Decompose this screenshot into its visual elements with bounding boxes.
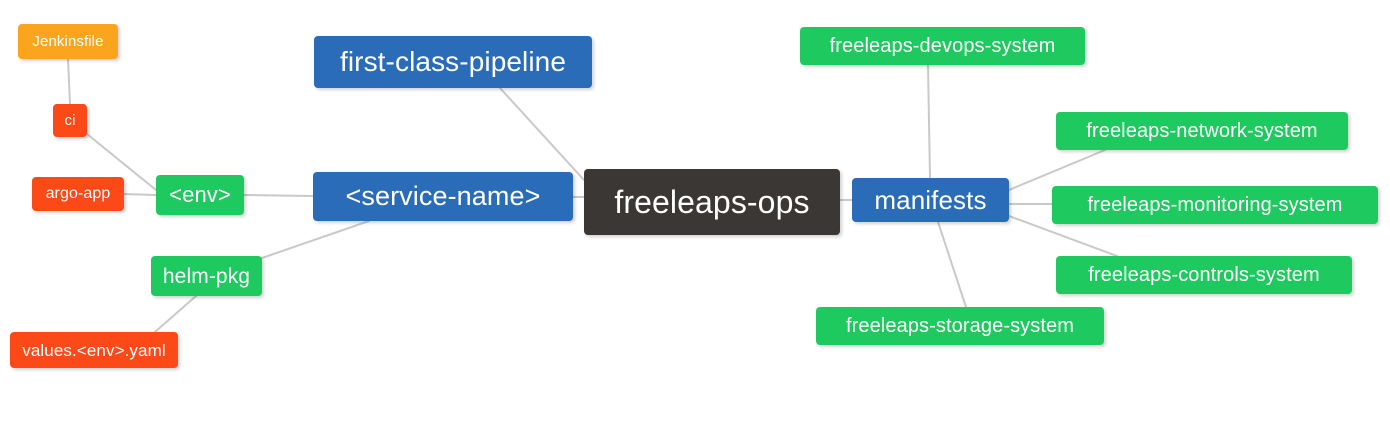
node-label-jenkinsfile: Jenkinsfile (32, 33, 104, 50)
node-values-yaml[interactable]: values.<env>.yaml (10, 332, 178, 368)
edge-manifests-to-network-system (1008, 149, 1106, 191)
node-jenkinsfile[interactable]: Jenkinsfile (18, 24, 118, 59)
node-label-freeleaps-ops: freeleaps-ops (614, 184, 810, 220)
node-devops-system[interactable]: freeleaps-devops-system (800, 27, 1085, 65)
node-label-env: <env> (169, 182, 231, 207)
node-monitoring-system[interactable]: freeleaps-monitoring-system (1052, 186, 1378, 224)
node-helm-pkg[interactable]: helm-pkg (151, 256, 262, 296)
node-label-argo-app: argo-app (45, 185, 111, 202)
node-env[interactable]: <env> (156, 175, 244, 215)
node-label-first-class-pipeline: first-class-pipeline (339, 46, 567, 77)
node-first-class-pipeline[interactable]: first-class-pipeline (314, 36, 592, 88)
node-label-service-name: <service-name> (345, 181, 541, 211)
node-controls-system[interactable]: freeleaps-controls-system (1056, 256, 1352, 294)
node-label-network-system: freeleaps-network-system (1086, 120, 1318, 142)
edge-values-yaml-to-helm-pkg (154, 295, 197, 333)
node-storage-system[interactable]: freeleaps-storage-system (816, 307, 1104, 345)
node-label-ci: ci (64, 112, 76, 129)
edge-env-to-service-name (243, 194, 314, 197)
node-label-controls-system: freeleaps-controls-system (1088, 264, 1320, 286)
node-manifests[interactable]: manifests (852, 178, 1009, 222)
node-label-values-yaml: values.<env>.yaml (22, 340, 166, 360)
edge-manifests-to-storage-system (937, 221, 967, 308)
edge-helm-pkg-to-service-name (261, 220, 370, 259)
node-service-name[interactable]: <service-name> (313, 172, 573, 221)
edge-first-class-pipeline-to-freeleaps-ops (499, 87, 585, 181)
node-label-helm-pkg: helm-pkg (162, 264, 251, 288)
node-freeleaps-ops[interactable]: freeleaps-ops (584, 169, 840, 235)
edge-manifests-to-devops-system (927, 64, 931, 179)
node-argo-app[interactable]: argo-app (32, 177, 124, 211)
node-label-devops-system: freeleaps-devops-system (829, 35, 1056, 57)
node-ci[interactable]: ci (53, 104, 87, 137)
node-network-system[interactable]: freeleaps-network-system (1056, 112, 1348, 150)
edge-argo-app-to-env (123, 193, 157, 196)
node-label-manifests: manifests (874, 185, 987, 215)
node-label-storage-system: freeleaps-storage-system (845, 315, 1075, 337)
node-label-monitoring-system: freeleaps-monitoring-system (1087, 194, 1343, 216)
edge-jenkinsfile-to-ci (67, 58, 71, 105)
